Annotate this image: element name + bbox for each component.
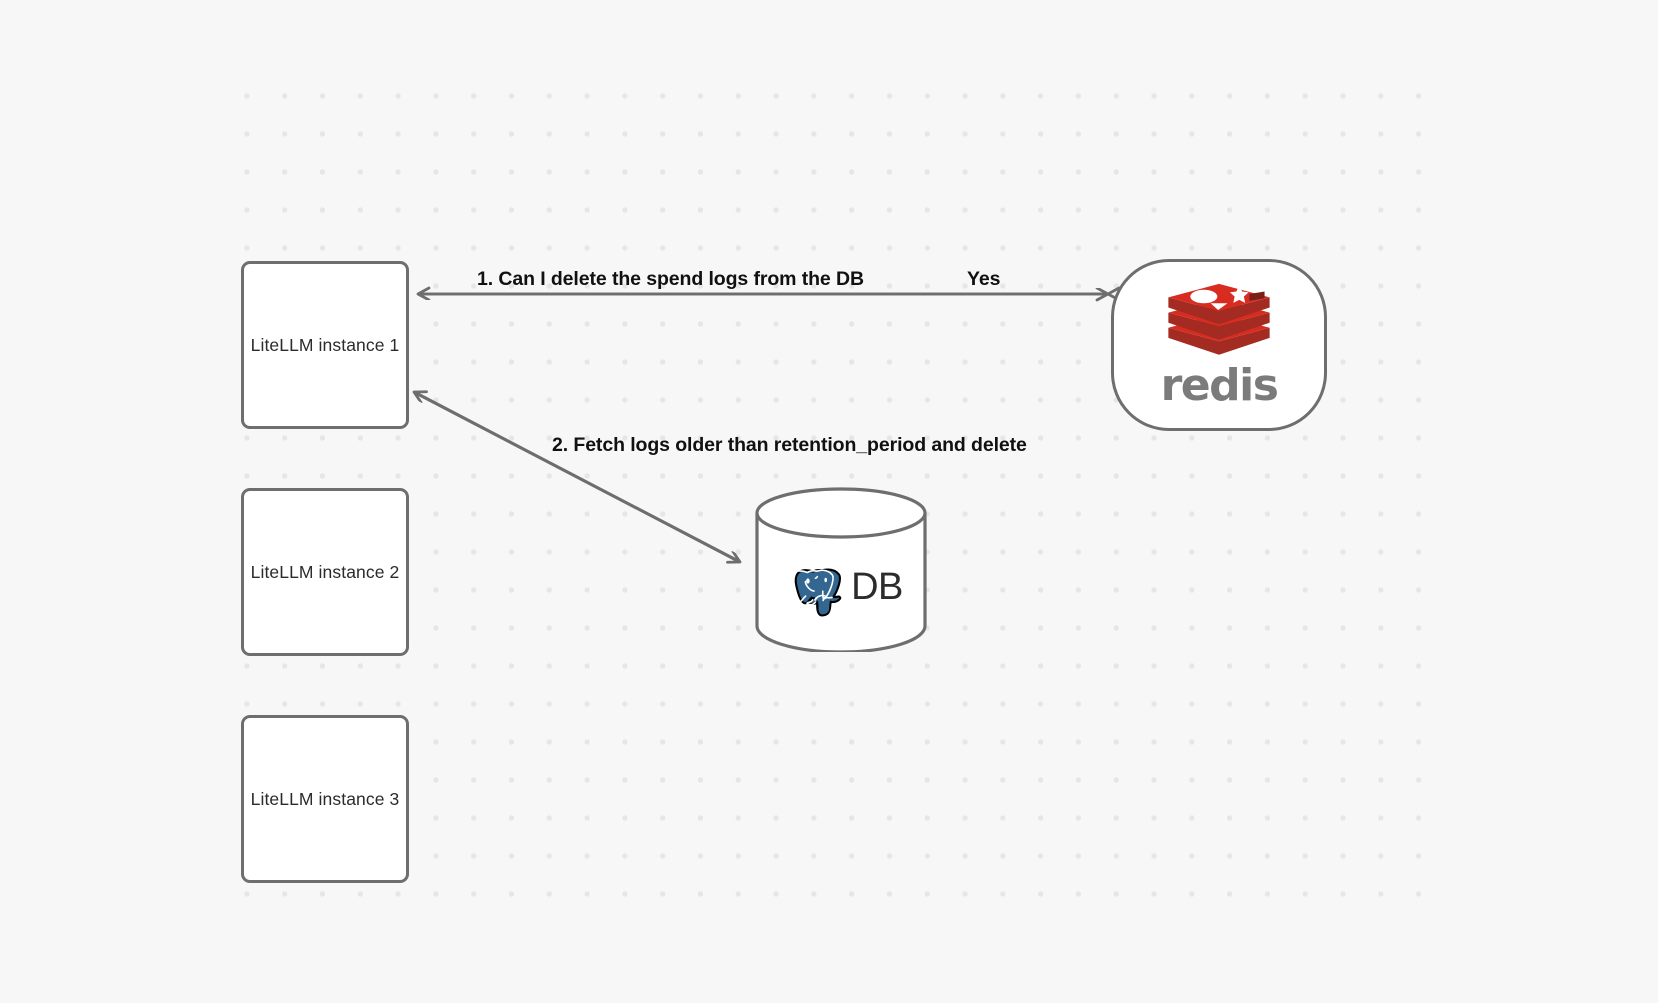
edge-label-2: 2. Fetch logs older than retention_perio… (552, 434, 1027, 456)
database-cylinder-icon (755, 487, 927, 654)
node-postgres-db[interactable]: DB (752, 487, 930, 654)
db-node-label: DB (851, 566, 903, 608)
node-label: LiteLLM instance 2 (250, 561, 400, 582)
node-litellm-instance-1[interactable]: LiteLLM instance 1 (241, 261, 409, 429)
edge-label-1-reply: Yes (967, 268, 1001, 290)
node-litellm-instance-2[interactable]: LiteLLM instance 2 (241, 488, 409, 656)
redis-logo-icon (1165, 282, 1273, 360)
node-redis[interactable]: redis (1111, 259, 1327, 431)
node-label: LiteLLM instance 1 (250, 334, 400, 355)
node-litellm-instance-3[interactable]: LiteLLM instance 3 (241, 715, 409, 883)
redis-wordmark: redis (1160, 360, 1279, 411)
edge-label-1: 1. Can I delete the spend logs from the … (477, 268, 864, 290)
postgresql-elephant-icon (779, 552, 849, 624)
edge-litellm1-db (414, 392, 740, 562)
node-label: LiteLLM instance 3 (250, 788, 400, 809)
